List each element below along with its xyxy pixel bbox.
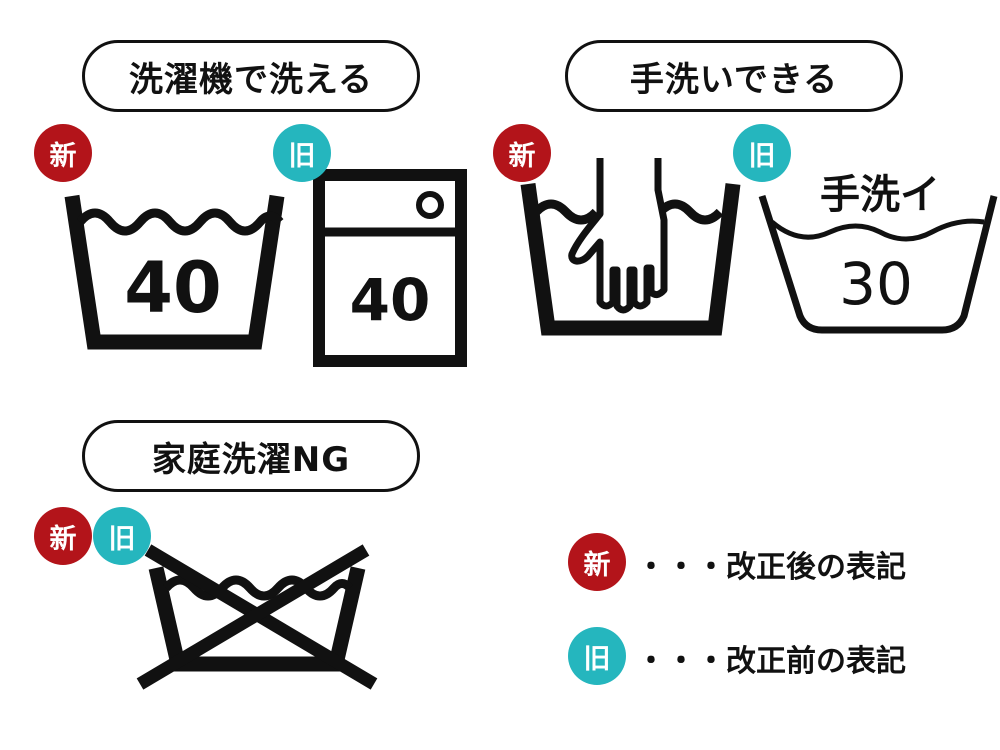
machine-old-temp: 40 xyxy=(350,266,431,334)
badge-new-hand: 新 xyxy=(493,124,551,182)
hand-old-temp: 30 xyxy=(839,250,913,318)
section-title-hand-wash: 手洗いできる xyxy=(565,40,903,112)
no-home-wash-icon xyxy=(136,544,378,690)
hand-wash-old-icon: 手洗イ 30 xyxy=(758,172,998,334)
machine-wash-old-icon: 40 xyxy=(313,169,467,367)
section-title-label: 洗濯機で洗える xyxy=(129,59,373,100)
section-title-no-home-wash: 家庭洗濯NG xyxy=(82,420,420,492)
legend-text-new: ・・・改正後の表記 xyxy=(636,550,906,585)
hand-wash-new-icon xyxy=(520,158,741,336)
section-title-label: 家庭洗濯NG xyxy=(151,439,351,480)
badge-old-machine: 旧 xyxy=(273,124,331,182)
hand-old-label: 手洗イ xyxy=(820,172,940,218)
section-title-label: 手洗いできる xyxy=(629,59,839,100)
machine-new-temp: 40 xyxy=(124,247,221,329)
machine-wash-new-icon: 40 xyxy=(64,194,285,350)
badge-old-no-wash: 旧 xyxy=(93,507,151,565)
legend-badge-new: 新 xyxy=(568,533,626,591)
legend-text-old: ・・・改正前の表記 xyxy=(636,644,906,679)
section-title-machine-wash: 洗濯機で洗える xyxy=(82,40,420,112)
badge-new-no-wash: 新 xyxy=(34,507,92,565)
badge-old-hand: 旧 xyxy=(733,124,791,182)
legend-badge-old: 旧 xyxy=(568,627,626,685)
badge-new-machine: 新 xyxy=(34,124,92,182)
